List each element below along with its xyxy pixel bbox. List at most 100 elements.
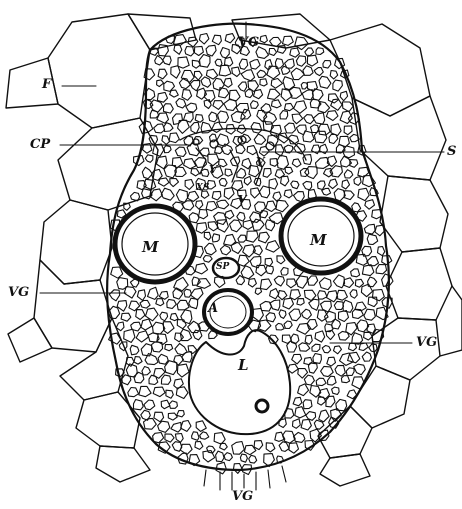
parenchyma-cell	[225, 210, 234, 219]
parenchyma-cell	[260, 279, 271, 290]
parenchyma-cell	[240, 454, 247, 462]
parenchyma-cell	[177, 320, 186, 329]
parenchyma-cell	[354, 177, 361, 186]
parenchyma-cell	[184, 159, 196, 169]
parenchyma-cell	[319, 76, 331, 88]
parenchyma-cell	[167, 299, 177, 308]
parenchyma-cell	[181, 310, 192, 324]
label-l: L	[238, 358, 249, 373]
parenchyma-cell	[281, 66, 290, 74]
parenchyma-cell	[294, 192, 305, 202]
parenchyma-cell	[195, 263, 207, 274]
parenchyma-cell	[225, 169, 232, 176]
parenchyma-cell	[189, 213, 199, 223]
parenchyma-cell	[350, 290, 357, 299]
parenchyma-cell	[224, 188, 234, 200]
parenchyma-cell	[342, 180, 350, 189]
parenchyma-cell	[370, 188, 378, 196]
parenchyma-cell	[291, 181, 299, 189]
parenchyma-cell	[247, 231, 259, 242]
parenchyma-cell	[243, 220, 253, 229]
parenchyma-cell	[225, 34, 235, 43]
parenchyma-cell	[177, 411, 185, 417]
parenchyma-cell	[308, 276, 318, 285]
parenchyma-cell	[278, 291, 287, 300]
parenchyma-cell	[290, 48, 300, 57]
parenchyma-cell	[313, 113, 324, 124]
parenchyma-cell	[285, 123, 296, 133]
parenchyma-cell	[157, 113, 169, 123]
parenchyma-cell	[279, 442, 289, 452]
parenchyma-cell	[314, 68, 323, 76]
parenchyma-cell	[284, 321, 292, 329]
parenchyma-cell	[296, 276, 307, 288]
parenchyma-cell	[231, 242, 242, 254]
parenchyma-cell	[312, 89, 323, 101]
parenchyma-cell	[315, 331, 325, 342]
parenchyma-cell	[351, 269, 360, 277]
parenchyma-cell	[304, 375, 314, 385]
parenchyma-cell	[156, 156, 167, 169]
parenchyma-cell	[172, 157, 182, 167]
parenchyma-cell	[250, 60, 260, 70]
parenchyma-cell	[216, 451, 224, 462]
parenchyma-cell	[136, 331, 148, 342]
parenchyma-cell	[171, 66, 180, 79]
parenchyma-cell	[231, 112, 245, 123]
parenchyma-cell	[333, 275, 344, 288]
parenchyma-cell	[352, 309, 363, 318]
parenchyma-cell	[207, 446, 216, 453]
parenchyma-cell	[263, 169, 271, 178]
parenchyma-cell	[193, 330, 202, 340]
parenchyma-cell	[291, 68, 304, 80]
parenchyma-cell	[266, 201, 276, 211]
parenchyma-cell	[302, 309, 312, 319]
parenchyma-cell	[301, 419, 311, 430]
parenchyma-cell	[266, 220, 275, 231]
parenchyma-cell	[254, 441, 263, 450]
parenchyma-cell	[209, 112, 217, 122]
parenchyma-cell	[169, 133, 179, 143]
parenchyma-cell	[204, 243, 216, 255]
label-vg-right: VG	[416, 336, 437, 349]
parenchyma-cell	[376, 265, 386, 274]
parenchyma-cell	[254, 90, 263, 99]
parenchyma-cell	[230, 220, 242, 232]
parenchyma-cell	[150, 110, 158, 118]
parenchyma-cell	[251, 188, 260, 198]
label-v-bottom: V	[238, 194, 247, 205]
parenchyma-cell	[219, 159, 227, 167]
parenchyma-cell	[195, 441, 203, 449]
parenchyma-cell	[277, 256, 285, 264]
parenchyma-cell	[232, 181, 243, 191]
parenchyma-cell	[176, 189, 187, 202]
parenchyma-cell	[326, 291, 337, 302]
parenchyma-cell	[201, 77, 211, 87]
parenchyma-cell	[191, 169, 200, 176]
parenchyma-cell	[292, 354, 302, 364]
parenchyma-cell	[266, 241, 280, 253]
parenchyma-cell	[297, 299, 304, 306]
parenchyma-cell	[159, 291, 168, 299]
parenchyma-cell	[342, 102, 353, 112]
parenchyma-cell	[206, 69, 217, 79]
label-v-mid: V	[256, 156, 265, 167]
parenchyma-cell	[241, 70, 255, 81]
parenchyma-cell	[275, 145, 284, 156]
parenchyma-cell	[326, 111, 338, 121]
parenchyma-cell	[253, 308, 264, 321]
parenchyma-cell	[224, 453, 232, 461]
parenchyma-cell	[338, 331, 349, 340]
parenchyma-cell	[218, 111, 229, 123]
parenchyma-cell	[226, 125, 235, 135]
parenchyma-cell	[251, 123, 262, 134]
parenchyma-cell	[266, 313, 276, 322]
parenchyma-cell	[271, 100, 281, 108]
parenchyma-cell	[244, 176, 251, 185]
parenchyma-cell	[237, 212, 245, 221]
parenchyma-cell	[148, 287, 159, 299]
parenchyma-cell	[182, 352, 192, 363]
parenchyma-cell	[269, 179, 278, 190]
parenchyma-cell	[293, 397, 302, 406]
parenchyma-cell	[217, 200, 229, 209]
